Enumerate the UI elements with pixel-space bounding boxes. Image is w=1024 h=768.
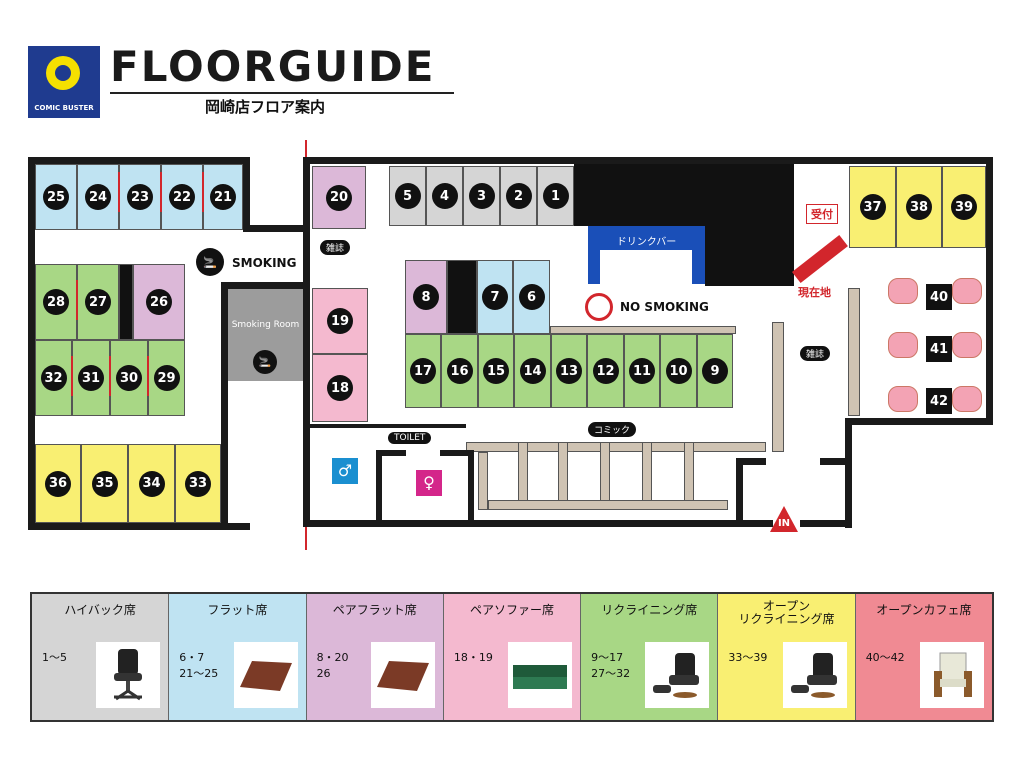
seat-25[interactable]: 25	[35, 164, 77, 230]
seat-4[interactable]: 4	[426, 166, 463, 226]
reception-label: 受付	[806, 204, 838, 224]
seat-8[interactable]: 8	[405, 260, 447, 334]
seat-18[interactable]: 18	[312, 354, 368, 422]
seat-15[interactable]: 15	[478, 334, 514, 408]
title-divider	[110, 92, 454, 94]
smoking-icon: 🚬	[196, 248, 224, 276]
pillar	[119, 264, 133, 340]
seat-20[interactable]: 20	[312, 166, 366, 229]
magazine-label-1: 雑誌	[320, 240, 351, 255]
seat-11[interactable]: 11	[624, 334, 660, 408]
seat-35[interactable]: 35	[81, 444, 128, 523]
entrance-arrow-icon	[770, 506, 798, 532]
comic-label: コミック	[588, 422, 637, 437]
smoking-room-icon: 🚬	[253, 350, 277, 374]
magazine-label-2: 雑誌	[800, 346, 831, 361]
no-smoking-icon	[585, 293, 613, 321]
seat-21[interactable]: 21	[203, 164, 243, 230]
legend-pair-flat: ペアフラット席 8・20 26	[306, 594, 444, 720]
magazine-shelf	[772, 322, 784, 452]
flat-mat-icon	[370, 642, 435, 708]
no-smoking-label: NO SMOKING	[620, 300, 709, 314]
seat-30[interactable]: 30	[110, 340, 148, 416]
legend-open-cafe: オープンカフェ席 40～42	[855, 594, 992, 720]
smoking-label: SMOKING	[232, 256, 297, 270]
toilet-label: TOILET	[388, 432, 432, 444]
seat-32[interactable]: 32	[35, 340, 72, 416]
seat-5[interactable]: 5	[389, 166, 426, 226]
cafe-chair	[952, 332, 982, 358]
comic-shelf	[466, 442, 766, 452]
sofa-icon	[508, 642, 573, 708]
office-chair-icon	[96, 642, 161, 708]
smoking-area-wall	[28, 157, 250, 530]
cafe-chair	[888, 278, 918, 304]
seat-33[interactable]: 33	[175, 444, 221, 523]
recliner-icon	[782, 642, 847, 708]
brand-logo: COMIC BUSTER	[28, 46, 100, 118]
smoking-room-label: Smoking Room	[231, 320, 300, 330]
cafe-chair	[888, 386, 918, 412]
seat-41[interactable]: 41	[926, 336, 952, 362]
legend-pair-sofa: ペアソファー席 18・19	[443, 594, 582, 720]
legend-flat: フラット席 6・7 21～25	[169, 594, 307, 720]
cafe-chair	[888, 332, 918, 358]
page-title: FLOORGUIDE	[110, 42, 436, 91]
cafe-chair	[952, 278, 982, 304]
seat-19[interactable]: 19	[312, 288, 368, 354]
mens-toilet-icon: ♂	[332, 458, 358, 484]
flat-mat-icon	[233, 642, 298, 708]
entrance-label: IN	[777, 518, 791, 529]
seat-23[interactable]: 23	[119, 164, 161, 230]
seat-34[interactable]: 34	[128, 444, 175, 523]
page-subtitle: 岡崎店フロア案内	[205, 98, 326, 116]
seat-17[interactable]: 17	[405, 334, 441, 408]
seat-16[interactable]: 16	[441, 334, 478, 408]
seat-24[interactable]: 24	[77, 164, 119, 230]
seat-22[interactable]: 22	[161, 164, 203, 230]
logo-mascot-icon	[46, 56, 80, 90]
seat-28[interactable]: 28	[35, 264, 77, 340]
legend-highback: ハイバック席 1～5	[32, 594, 170, 720]
seat-14[interactable]: 14	[514, 334, 551, 408]
seat-27[interactable]: 27	[77, 264, 119, 340]
seat-37[interactable]: 37	[849, 166, 896, 248]
seat-13[interactable]: 13	[551, 334, 587, 408]
recliner-icon	[645, 642, 710, 708]
seat-42[interactable]: 42	[926, 388, 952, 414]
seat-legend: ハイバック席 1～5 フラット席 6・7 21～25 ペアフラット席 8・20 …	[30, 592, 994, 722]
seat-1[interactable]: 1	[537, 166, 574, 226]
current-location-label: 現在地	[798, 286, 831, 299]
drink-bar-label: ドリンクバー	[616, 237, 677, 248]
seat-9[interactable]: 9	[697, 334, 733, 408]
seat-2[interactable]: 2	[500, 166, 537, 226]
seat-3[interactable]: 3	[463, 166, 500, 226]
seat-36[interactable]: 36	[35, 444, 81, 523]
legend-open-recliner: オープン リクライニング席 33～39	[718, 594, 856, 720]
legend-recliner: リクライニング席 9～17 27～32	[581, 594, 719, 720]
womens-toilet-icon: ♀	[416, 470, 442, 496]
seat-26[interactable]: 26	[133, 264, 185, 340]
seat-7[interactable]: 7	[477, 260, 513, 334]
seat-10[interactable]: 10	[660, 334, 697, 408]
logo-text: COMIC BUSTER	[34, 104, 94, 112]
seat-40[interactable]: 40	[926, 284, 952, 310]
seat-38[interactable]: 38	[896, 166, 942, 248]
seat-39[interactable]: 39	[942, 166, 986, 248]
seat-6[interactable]: 6	[513, 260, 550, 334]
seat-31[interactable]: 31	[72, 340, 110, 416]
cafe-chair	[952, 386, 982, 412]
armchair-icon	[919, 642, 984, 708]
seat-12[interactable]: 12	[587, 334, 624, 408]
seat-29[interactable]: 29	[148, 340, 185, 416]
